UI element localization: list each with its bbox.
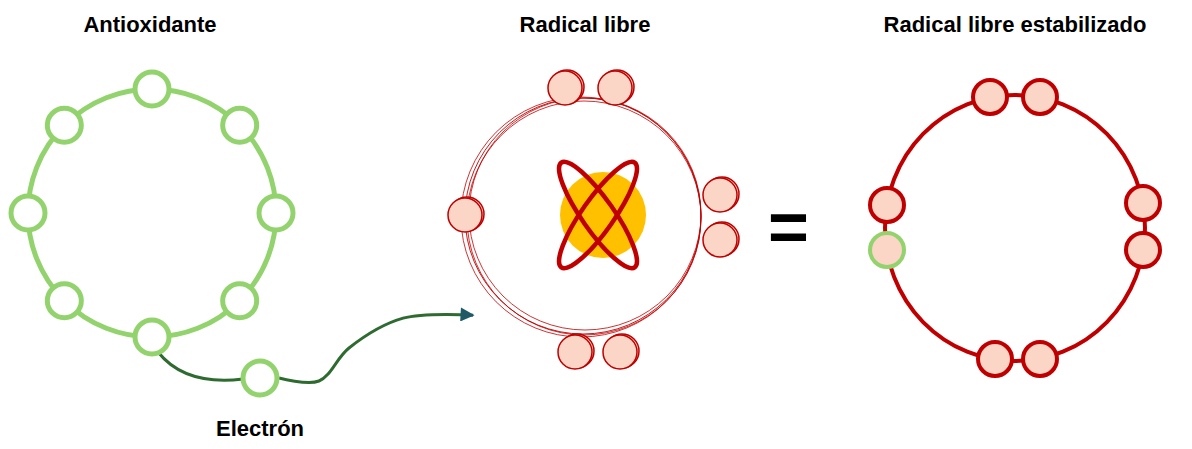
electron-circle [558, 335, 592, 369]
electron-circle [870, 233, 904, 267]
free-radical-atom: Radical libre [440, 0, 730, 375]
electron-circle [259, 196, 293, 230]
electron-circle [598, 71, 632, 105]
electron-circle [1023, 342, 1057, 376]
equals-sign: = [768, 192, 809, 262]
electron-circle [973, 80, 1007, 114]
antioxidant-molecule: Antioxidante [0, 0, 300, 360]
orbit-ring [465, 98, 701, 334]
electron-circle [47, 284, 81, 318]
electron-circle [135, 72, 169, 106]
electron-circle [1023, 80, 1057, 114]
node-outline [0, 0, 300, 360]
electron-transfer-arrow [279, 314, 473, 382]
electron-circle [223, 284, 257, 318]
electron-circle [11, 196, 45, 230]
node-heading: Antioxidante [0, 12, 300, 38]
electron-circle [978, 342, 1012, 376]
node-heading: Radical libre estabilizado [860, 12, 1170, 38]
orbit-ring [467, 101, 701, 335]
electron-bond-line [158, 352, 243, 380]
electron-circle [223, 108, 257, 142]
node-outline [860, 0, 1170, 385]
antioxidant-ring [28, 89, 276, 337]
electron-circle [870, 188, 904, 222]
electron-circle [548, 71, 582, 105]
node-heading: Radical libre [440, 12, 730, 38]
electron-circle [703, 223, 737, 257]
electron-circle [1126, 233, 1160, 267]
electron-label: Electrón [205, 416, 315, 442]
atom-orbit [548, 153, 648, 276]
electron-circle [243, 361, 277, 395]
electron-circle [47, 108, 81, 142]
stable-ring [885, 95, 1145, 361]
electron-circle [448, 198, 482, 232]
atom-orbit [548, 153, 648, 276]
stabilized-radical: Radical libre estabilizado [860, 0, 1170, 385]
electron-circle [703, 178, 737, 212]
electron-circle [1126, 186, 1160, 220]
orbit-ring [461, 97, 701, 337]
electron-node: Electrón [205, 358, 315, 449]
electron-circle [603, 335, 637, 369]
electron-circle [135, 320, 169, 354]
node-outline [440, 0, 730, 375]
